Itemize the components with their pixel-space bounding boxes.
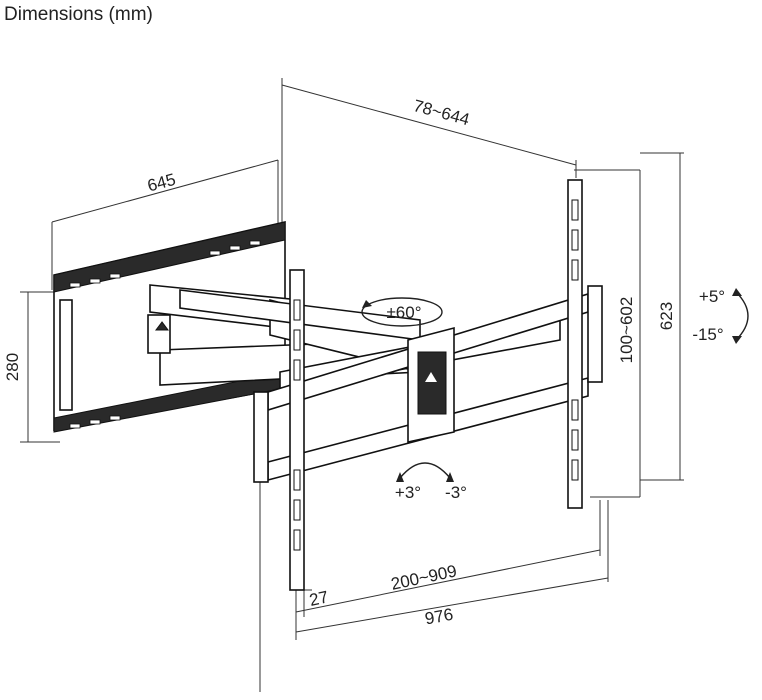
dim-vesa-horizontal: 78~644 xyxy=(411,96,471,129)
mounting-frame xyxy=(253,179,603,591)
swivel-arrow-icon xyxy=(361,297,443,327)
dim-plate-height: 280 xyxy=(3,353,22,381)
dim-arm-extension: 645 xyxy=(145,170,177,196)
dim-vesa-vertical: 100~602 xyxy=(617,297,636,364)
level-minus-label: -3° xyxy=(445,483,467,502)
tilt-down-label: -15° xyxy=(692,325,723,344)
diagram-title: Dimensions (mm) xyxy=(4,4,153,25)
dim-edge-offset: 27 xyxy=(308,587,330,610)
tilt-up-label: +5° xyxy=(699,287,725,306)
swivel-label: ±60° xyxy=(386,303,421,322)
dim-vesa-range: 200~909 xyxy=(389,561,458,593)
level-plus-label: +3° xyxy=(395,483,421,502)
dim-overall-height: 623 xyxy=(657,302,676,330)
level-arrow-icon xyxy=(396,462,454,482)
dim-overall-width: 976 xyxy=(423,605,454,629)
tilt-arrow-icon xyxy=(732,288,749,344)
